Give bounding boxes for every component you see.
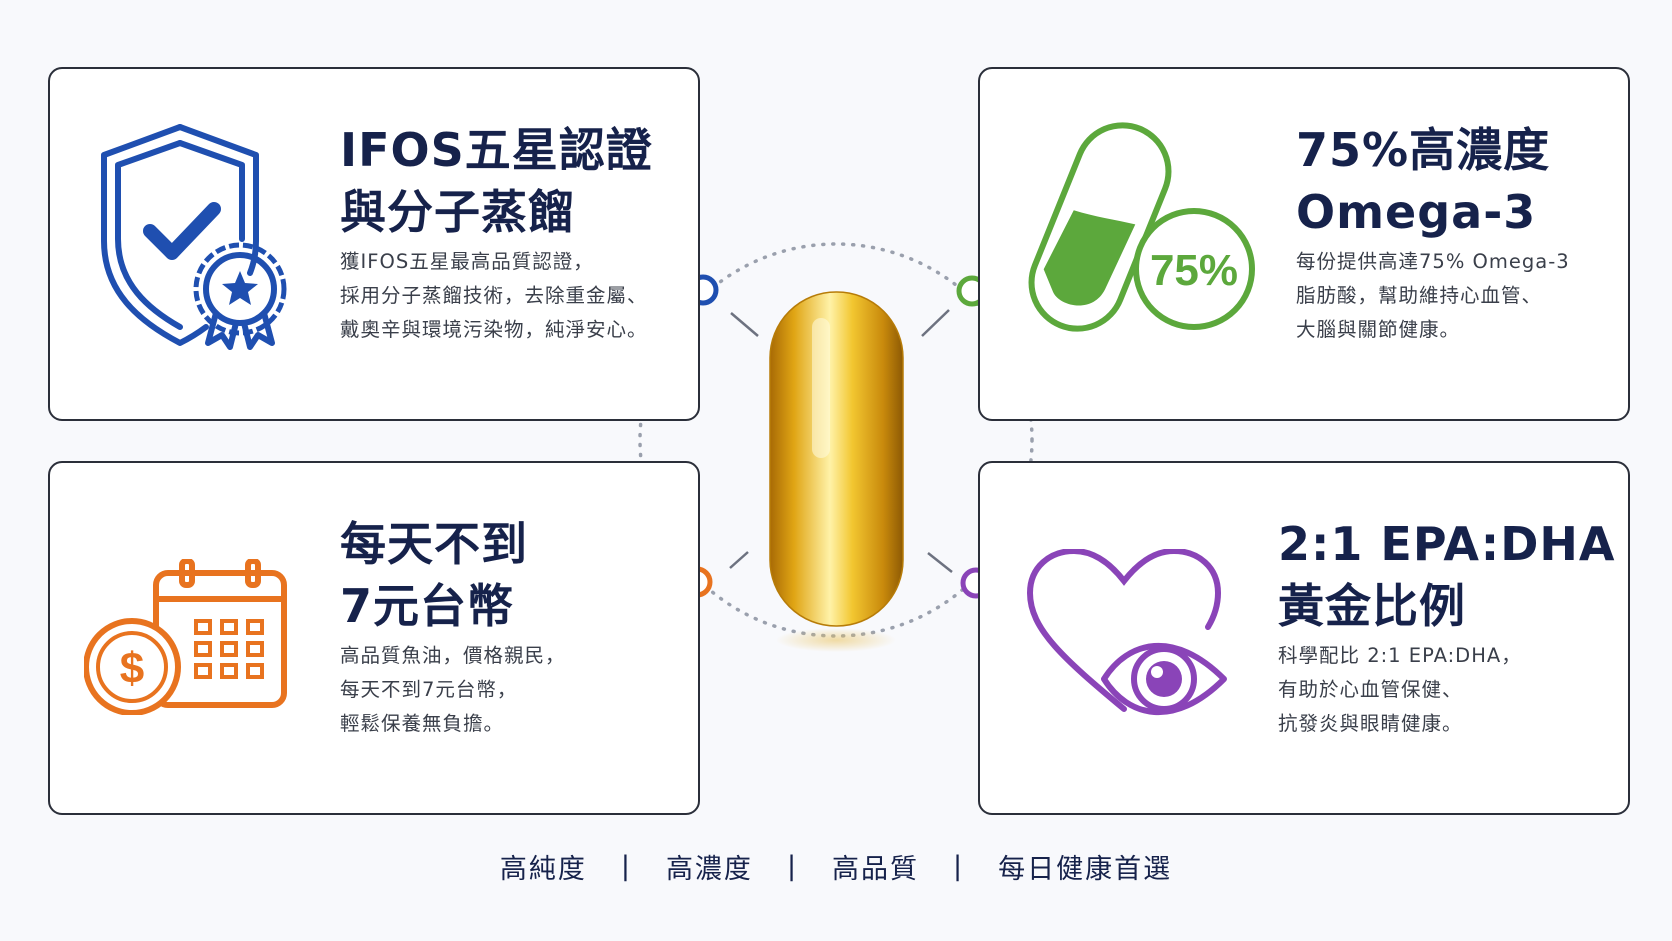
capsule-percent-icon: 75% — [1028, 122, 1255, 332]
shield-check-badge-icon — [101, 124, 287, 350]
footer-tagline: 高純度 | 高濃度 | 高品質 | 每日健康首選 — [0, 846, 1672, 886]
card-description: 科學配比 2:1 EPA:DHA， 有助於心血管保健、 抗發炎與眼睛健康。 — [1278, 644, 1522, 735]
card-title: 2:1 EPA:DHA 黃金比例 — [1278, 517, 1616, 633]
card-title: 75%高濃度 Omega-3 — [1296, 123, 1551, 239]
card-description: 獲IFOS五星最高品質認證， 採用分子蒸餾技術，去除重金屬、 戴奧辛與環境污染物… — [340, 250, 648, 341]
card-description: 每份提供高達75% Omega-3 脂肪酸，幫助維持心血管、 大腦與關節健康。 — [1296, 250, 1570, 341]
card-daily-price: $ 每天不到 7元台幣 高品質魚油，價格親民， 每天不到7元台幣， 輕鬆保養無負… — [48, 461, 700, 815]
footer-item: 高品質 — [832, 853, 920, 885]
footer-item: 高濃度 — [665, 853, 753, 885]
heart-eye-icon — [1026, 549, 1227, 716]
footer-separator: | — [953, 850, 965, 882]
card-epa-dha-ratio: 2:1 EPA:DHA 黃金比例 科學配比 2:1 EPA:DHA， 有助於心血… — [978, 461, 1630, 815]
card-ifos-certification: IFOS五星認證 與分子蒸餾 獲IFOS五星最高品質認證， 採用分子蒸餾技術，去… — [48, 67, 700, 421]
card-title: 每天不到 7元台幣 — [340, 517, 528, 633]
card-description: 高品質魚油，價格親民， 每天不到7元台幣， 輕鬆保養無負擔。 — [340, 644, 566, 735]
fish-oil-capsule-icon — [769, 291, 904, 627]
footer-separator: | — [620, 850, 632, 882]
footer-item: 每日健康首選 — [998, 853, 1173, 885]
calendar-dollar-icon: $ — [84, 559, 287, 715]
footer-item: 高純度 — [499, 853, 587, 885]
card-title: IFOS五星認證 與分子蒸餾 — [340, 123, 653, 239]
footer-separator: | — [786, 850, 799, 882]
svg-text:75%: 75% — [1150, 246, 1238, 295]
svg-text:$: $ — [120, 644, 144, 693]
card-omega3-concentration: 75% 75%高濃度 Omega-3 每份提供高達75% Omega-3 脂肪酸… — [978, 67, 1630, 421]
